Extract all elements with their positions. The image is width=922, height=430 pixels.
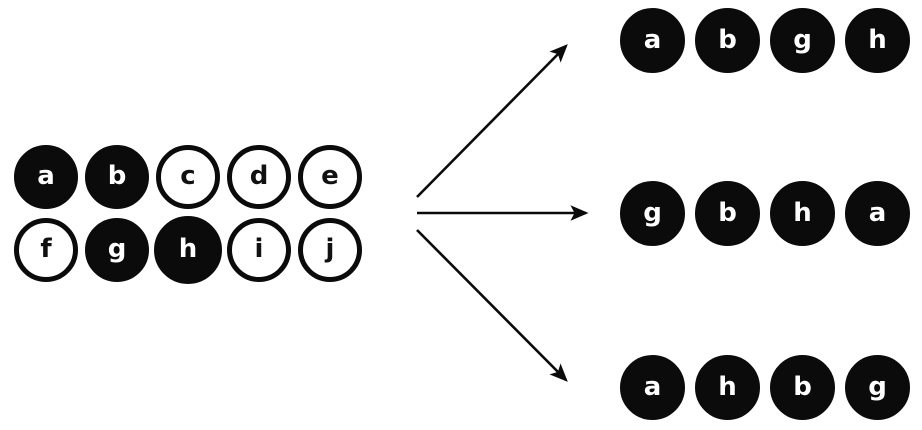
result-group-bottom-node-g-3[interactable]: g (845, 355, 910, 420)
result-group-middle-node-h-2[interactable]: h (770, 181, 835, 246)
result-group-middle-node-a-3[interactable]: a (845, 181, 910, 246)
population-row-2-node-j-4[interactable]: j (298, 218, 362, 282)
node-label: a (643, 24, 662, 55)
population-row-1-node-a-0[interactable]: a (14, 145, 78, 209)
arrow-to-top-group (416, 44, 568, 198)
node-label: g (643, 197, 662, 228)
population-row-1-node-d-3[interactable]: d (227, 145, 291, 209)
node-label: h (718, 371, 737, 402)
result-group-bottom-node-a-0[interactable]: a (620, 355, 685, 420)
node-label: b (718, 197, 737, 228)
node-label: h (178, 234, 198, 264)
node-label: h (793, 197, 812, 228)
population-row-2-node-f-0[interactable]: f (14, 218, 78, 282)
node-label: f (40, 234, 52, 264)
node-label: b (718, 24, 737, 55)
population-row-1-node-c-2[interactable]: c (156, 145, 220, 209)
node-label: e (321, 161, 339, 191)
node-label: a (868, 197, 887, 228)
population-row-2-node-i-3[interactable]: i (227, 218, 291, 282)
node-label: d (249, 161, 269, 191)
result-group-middle-node-b-1[interactable]: b (695, 181, 760, 246)
population-row-1-node-e-4[interactable]: e (298, 145, 362, 209)
node-label: g (107, 234, 127, 264)
result-group-bottom-node-h-1[interactable]: h (695, 355, 760, 420)
population-row-1-node-b-1[interactable]: b (85, 145, 149, 209)
result-group-top-node-a-0[interactable]: a (620, 8, 685, 73)
population-row-2-node-h-2[interactable]: h (154, 216, 222, 284)
node-label: g (793, 24, 812, 55)
result-group-bottom-node-b-2[interactable]: b (770, 355, 835, 420)
node-label: b (793, 371, 812, 402)
result-group-top-node-h-3[interactable]: h (845, 8, 910, 73)
population-row-2-node-g-1[interactable]: g (85, 218, 149, 282)
node-label: b (107, 161, 127, 191)
node-label: i (254, 234, 264, 264)
node-label: a (37, 161, 55, 191)
result-group-middle-node-g-0[interactable]: g (620, 181, 685, 246)
result-group-top-node-b-1[interactable]: b (695, 8, 760, 73)
arrow-to-bottom-group (416, 229, 568, 382)
node-label: j (325, 234, 335, 264)
node-label: a (643, 371, 662, 402)
node-label: c (180, 161, 196, 191)
result-group-top-node-g-2[interactable]: g (770, 8, 835, 73)
node-label: g (868, 371, 887, 402)
node-label: h (868, 24, 887, 55)
